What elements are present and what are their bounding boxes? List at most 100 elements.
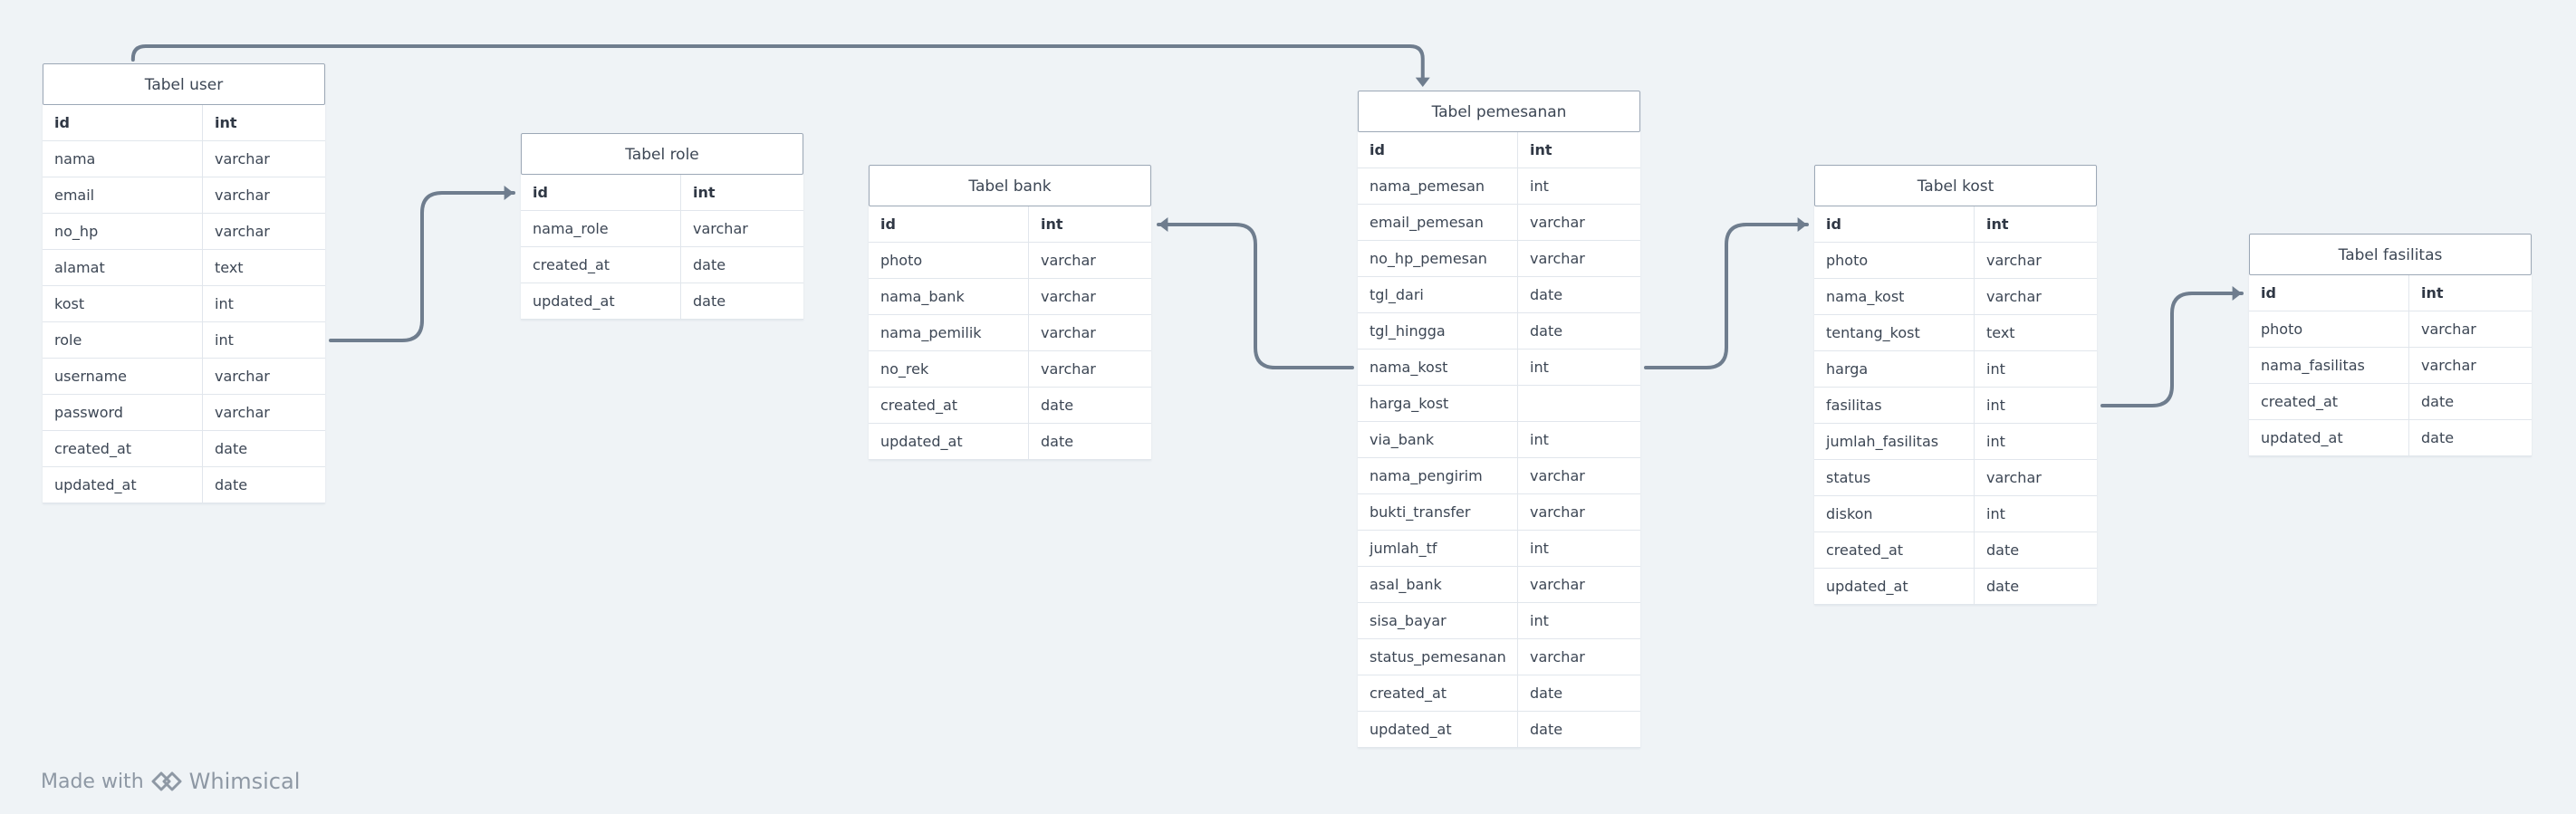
- table-row[interactable]: photo varchar: [869, 243, 1151, 279]
- field-name: harga: [1814, 351, 1975, 387]
- field-type: int: [1530, 540, 1549, 557]
- whimsical-watermark[interactable]: Made with Whimsical: [41, 769, 300, 794]
- field-name: alamat: [43, 250, 203, 285]
- table-row[interactable]: alamat text: [43, 250, 325, 286]
- table-row[interactable]: jumlah_fasilitas int: [1814, 424, 2097, 460]
- field-type: text: [215, 259, 244, 276]
- connector-pemesanan-bank[interactable]: [1157, 223, 1354, 369]
- field-type: varchar: [2421, 321, 2476, 338]
- table-title[interactable]: Tabel pemesanan: [1358, 91, 1640, 132]
- table-row[interactable]: nama_bank varchar: [869, 279, 1151, 315]
- field-name: nama: [43, 141, 203, 177]
- connector-pemesanan-bank-arrowhead: [1158, 217, 1168, 232]
- connector-kost-fasilitas[interactable]: [2100, 292, 2244, 407]
- watermark-prefix: Made with: [41, 770, 144, 793]
- field-type: [1518, 386, 1640, 421]
- field-name: id: [869, 206, 1029, 242]
- table-title[interactable]: Tabel kost: [1814, 165, 2097, 206]
- field-type: date: [693, 292, 726, 310]
- field-name: tgl_dari: [1358, 277, 1518, 312]
- field-type: int: [1986, 433, 2005, 450]
- connector-user-role[interactable]: [329, 191, 515, 342]
- field-name: created_at: [1814, 532, 1975, 568]
- field-name: created_at: [43, 431, 203, 466]
- field-name: photo: [869, 243, 1029, 278]
- field-name: status_pemesanan: [1358, 639, 1518, 675]
- field-type: varchar: [1041, 252, 1096, 269]
- table-title[interactable]: Tabel role: [521, 133, 803, 175]
- connector-pemesanan-kost[interactable]: [1644, 223, 1809, 369]
- table-row[interactable]: harga_kost: [1358, 386, 1640, 422]
- table-title[interactable]: Tabel user: [43, 63, 325, 105]
- field-name: jumlah_fasilitas: [1814, 424, 1975, 459]
- table-title[interactable]: Tabel bank: [869, 165, 1151, 206]
- field-name: updated_at: [869, 424, 1029, 459]
- connector-user-pemesanan[interactable]: [130, 44, 1425, 80]
- field-type: varchar: [1041, 288, 1096, 305]
- field-type: varchar: [215, 368, 270, 385]
- table-title[interactable]: Tabel fasilitas: [2249, 234, 2532, 275]
- field-type: date: [1530, 721, 1563, 738]
- field-name: tentang_kost: [1814, 315, 1975, 350]
- field-name: nama_bank: [869, 279, 1029, 314]
- field-type: int: [1530, 431, 1549, 448]
- field-type: varchar: [1986, 252, 2042, 269]
